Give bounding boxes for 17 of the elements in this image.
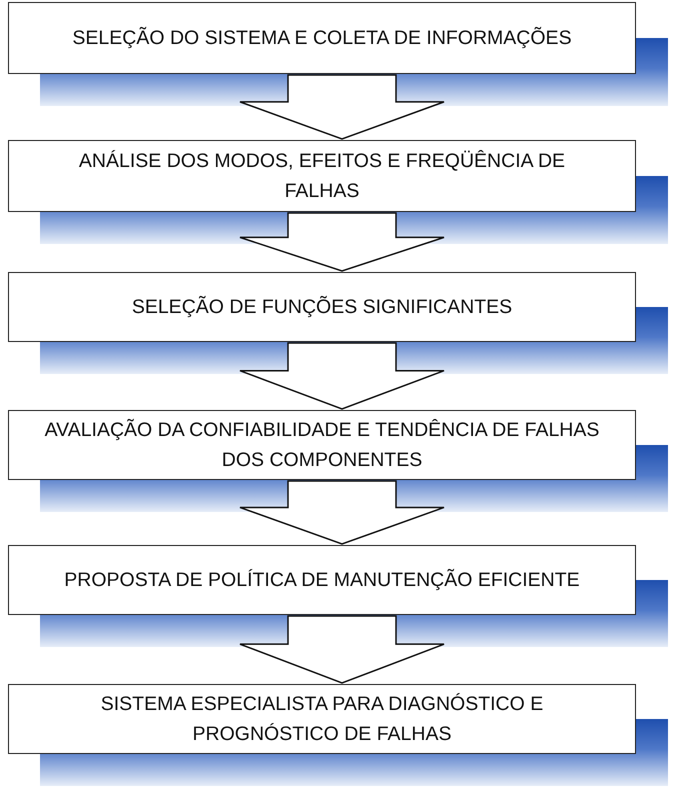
process-box — [8, 684, 636, 754]
process-box — [8, 2, 636, 74]
step-text: SELEÇÃO DO SISTEMA E COLETA DE INFORMAÇÕES — [72, 26, 572, 51]
step-text: SISTEMA ESPECIALISTA PARA DIAGNÓSTICO E PROGNÓSTICO DE FALHAS — [100, 692, 544, 747]
step-text: PROPOSTA DE POLÍTICA DE MANUTENÇÃO EFICIENTE — [64, 568, 580, 593]
process-box — [8, 545, 636, 615]
step-text: AVALIAÇÃO DA CONFIABILIDADE E TENDÊNCIA DE FALHAS DOS COMPONENTES — [44, 418, 600, 473]
block-arrow — [239, 615, 445, 684]
process-box — [8, 272, 636, 342]
block-arrow — [239, 342, 445, 410]
block-arrow — [239, 74, 445, 140]
process-box — [8, 410, 636, 480]
block-arrow — [239, 480, 445, 545]
step-text: SELEÇÃO DE FUNÇÕES SIGNIFICANTES — [132, 294, 512, 320]
block-arrow — [239, 212, 445, 272]
process-box — [8, 140, 636, 212]
step-text: ANÁLISE DOS MODOS, EFEITOS E FREQÜÊNCIA DE FALHAS — [78, 149, 566, 204]
